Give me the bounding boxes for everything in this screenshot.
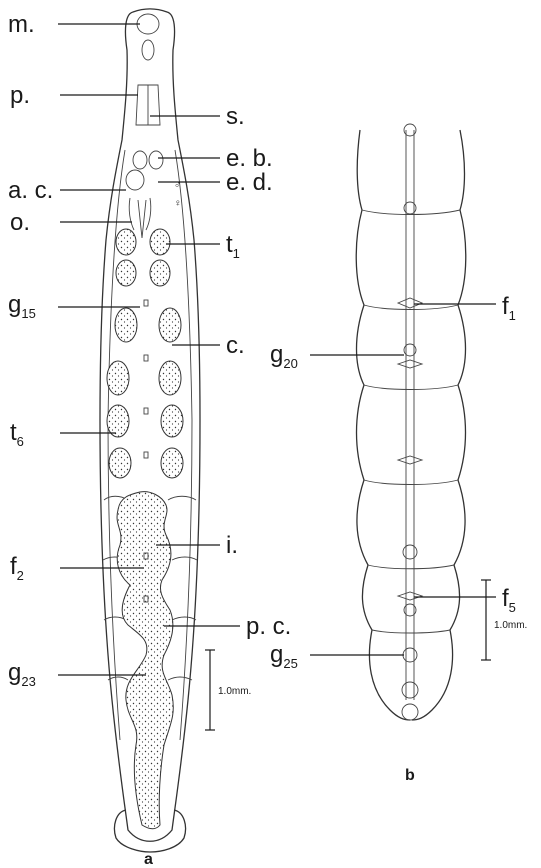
label-ed: e. d. [226,169,273,196]
label-g23: g23 [8,659,36,689]
segment-lines-b [362,210,460,633]
female-symbol: ♀ [174,198,182,209]
epididymal-body-right [149,151,163,169]
midline-ganglia [144,300,148,458]
label-g25: g25 [270,641,298,671]
panel-a-caption: a [144,851,153,868]
label-t1: t1 [226,231,240,261]
ovisac [138,200,146,238]
inner-line-right [175,150,192,740]
testis [116,260,136,286]
folds-b [398,298,422,600]
epididymal-body-left [133,151,147,169]
scale-bar-a: 1.0mm. [205,650,251,730]
panel-b: f1 g20 f5 g25 1.0mm. b [270,124,527,784]
label-eb: e. b. [226,145,273,172]
testes [107,229,183,478]
panel-a: ♂ ♀ [8,9,291,868]
ovary-left [129,198,134,230]
label-g20: g20 [270,341,298,371]
testis [107,405,129,437]
label-c: c. [226,332,245,359]
anterior-sucker [142,40,154,60]
label-ac: a. c. [8,177,53,204]
label-pc: p. c. [246,613,291,640]
label-o: o. [10,209,30,236]
mouth-region [137,14,159,34]
label-g15: g15 [8,291,36,321]
label-s: s. [226,103,245,130]
testis [159,308,181,342]
label-p: p. [10,82,30,109]
ganglia-b [402,124,418,720]
testis [159,361,181,395]
panel-b-caption: b [405,767,415,784]
testis [116,229,136,255]
leader-lines-b [310,304,496,655]
testis [150,229,170,255]
testis [109,448,131,478]
testis [107,361,129,395]
ovary-right [146,198,151,230]
scale-label-a: 1.0mm. [218,686,251,697]
testis [161,405,183,437]
testis [161,448,183,478]
scale-label-b: 1.0mm. [494,620,527,631]
label-f5: f5 [502,585,516,615]
label-f1: f1 [502,293,516,323]
testis [150,260,170,286]
atrium [126,170,144,190]
label-m: m. [8,11,35,38]
label-i: i. [226,532,238,559]
label-t6: t6 [10,419,24,449]
testis [115,308,137,342]
intestine [117,492,173,829]
label-f2: f2 [10,553,24,583]
